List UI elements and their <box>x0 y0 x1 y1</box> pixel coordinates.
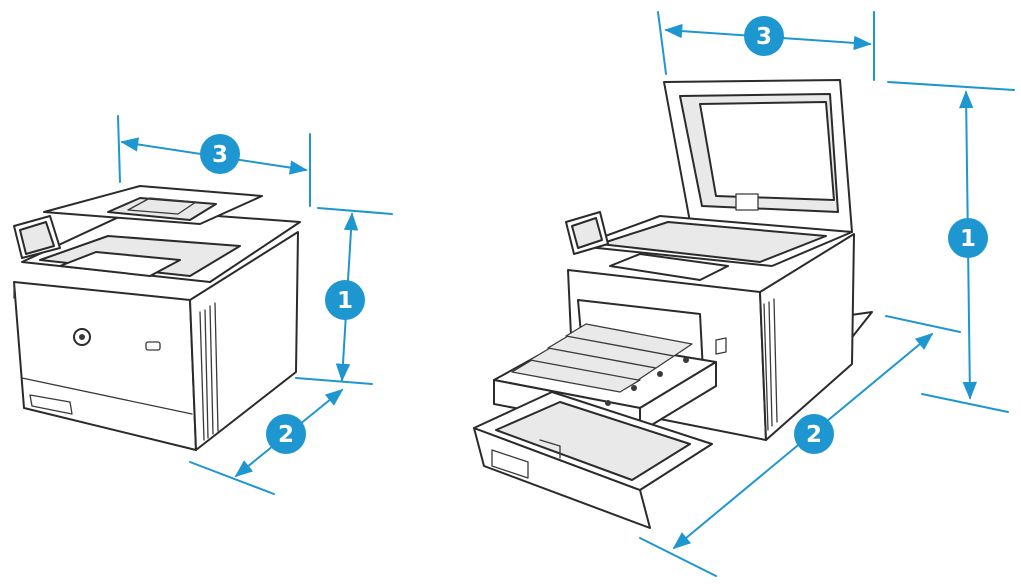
badge-width-left: 3 <box>200 134 240 174</box>
printer-closed <box>13 185 301 451</box>
printer-open <box>473 79 873 529</box>
badge-height-right: 1 <box>948 218 988 258</box>
svg-text:1: 1 <box>337 288 353 314</box>
svg-text:2: 2 <box>806 422 822 448</box>
width-extension-left <box>117 115 121 183</box>
svg-text:3: 3 <box>756 24 772 50</box>
height-extension-top-right <box>887 81 1015 91</box>
badge-height-left: 1 <box>325 280 365 320</box>
height-extension-top-left <box>317 207 393 215</box>
depth-extension-bottom-right <box>639 537 717 577</box>
height-extension-bottom-left <box>295 377 373 385</box>
badge-width-right: 3 <box>744 16 784 56</box>
depth-extension-left <box>189 461 275 495</box>
width-extension-left-open <box>657 11 667 75</box>
badge-depth-right: 2 <box>794 414 834 454</box>
badge-depth-left: 2 <box>266 414 306 454</box>
svg-text:1: 1 <box>960 226 976 252</box>
height-extension-bottom-right <box>921 393 1009 413</box>
svg-text:2: 2 <box>278 422 294 448</box>
svg-text:3: 3 <box>212 142 228 168</box>
depth-extension-top-right <box>885 315 961 333</box>
